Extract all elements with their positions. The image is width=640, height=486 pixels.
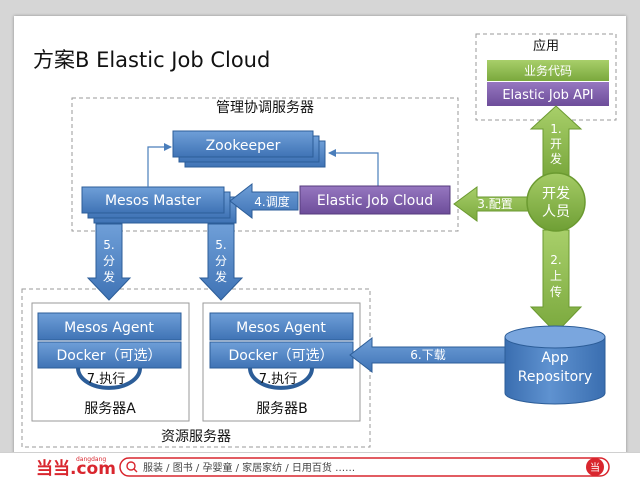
elastic-job-api-box — [487, 82, 609, 106]
developer-label-line1: 开发 — [542, 186, 570, 202]
server-a-name: 服务器A — [84, 401, 136, 417]
upload-step-label-2: 上 — [550, 269, 562, 283]
developer-label-line2: 人员 — [542, 204, 570, 220]
search-box[interactable] — [119, 457, 610, 477]
configure-arrow — [453, 186, 529, 222]
develop-step-label-3: 发 — [550, 151, 562, 166]
cloud-to-zookeeper-line — [328, 149, 379, 186]
configure-step-label: 3.配置 — [477, 197, 512, 211]
mgmt-group-label: 管理协调服务器 — [216, 100, 314, 116]
distribute-arrow-b — [198, 223, 244, 301]
elastic-job-api-label: Elastic Job API — [502, 88, 593, 103]
zookeeper-label: Zookeeper — [206, 138, 281, 154]
business-code-box — [487, 60, 609, 81]
search-icon — [126, 461, 136, 471]
server-a-agent-label: Mesos Agent — [64, 320, 154, 336]
zookeeper-box — [172, 130, 314, 158]
app-repository-cylinder — [504, 336, 606, 405]
server-a-execute-cycle — [76, 367, 142, 390]
server-b-execute-label: 7.执行 — [259, 372, 297, 387]
distribute-b-label-3: 发 — [215, 269, 227, 284]
develop-step-label-2: 开 — [550, 137, 562, 151]
server-a-docker-label: Docker（可选） — [56, 348, 161, 364]
search-icon-handle — [133, 468, 138, 473]
server-b-agent-box — [209, 312, 354, 341]
mgmt-group-box — [71, 97, 459, 232]
dangdang-logo: 当当.com — [36, 458, 116, 479]
server-b-name: 服务器B — [256, 401, 308, 417]
server-b-docker-label: Docker（可选） — [228, 348, 333, 364]
elastic-job-cloud-box — [299, 185, 451, 215]
distribute-a-label-3: 发 — [103, 269, 115, 284]
elastic-job-cloud-label: Elastic Job Cloud — [317, 193, 433, 209]
server-a-docker-box — [37, 341, 182, 369]
distribute-a-label-1: 5. — [103, 238, 114, 252]
server-a-execute-label: 7.执行 — [87, 372, 125, 387]
schedule-arrow — [229, 182, 299, 220]
develop-arrow — [529, 105, 583, 176]
upload-step-label-3: 传 — [550, 284, 562, 299]
app-repository-label-line1: App — [541, 350, 568, 366]
server-b-agent-label: Mesos Agent — [236, 320, 326, 336]
app-group-label: 应用 — [533, 38, 559, 54]
distribute-b-label-2: 分 — [215, 254, 227, 268]
resource-group-label: 资源服务器 — [161, 429, 231, 445]
upload-step-label-1: 2. — [550, 253, 561, 267]
footer-graphics: 当当.com dangdang 服装 / 图书 / 孕婴童 / 家居家纺 / 日… — [36, 456, 610, 479]
footer-bar: 当当.com dangdang 服装 / 图书 / 孕婴童 / 家居家纺 / 日… — [0, 452, 640, 486]
search-submit-button[interactable] — [586, 458, 604, 476]
search-box-text: 服装 / 图书 / 孕婴童 / 家居家纺 / 日用百货 …… — [143, 461, 355, 474]
download-step-label: 6.下载 — [410, 348, 445, 362]
master-to-zookeeper-line — [147, 143, 172, 187]
distribute-b-label-1: 5. — [215, 238, 226, 252]
distribute-a-label-2: 分 — [103, 254, 115, 268]
app-repository-label-line2: Repository — [518, 369, 592, 385]
schedule-step-label: 4.调度 — [254, 194, 289, 209]
slide-title: 方案B Elastic Job Cloud — [33, 48, 270, 72]
app-repository-top — [504, 325, 606, 349]
server-b-execute-cycle — [248, 367, 314, 390]
business-code-label: 业务代码 — [524, 63, 572, 78]
distribute-arrow-a — [86, 223, 132, 301]
upload-arrow — [529, 229, 583, 334]
server-a-agent-box — [37, 312, 182, 341]
download-arrow — [349, 336, 507, 374]
search-submit-label: 当 — [590, 461, 600, 474]
mesos-master-box — [81, 186, 225, 214]
developer-node — [526, 172, 586, 232]
dangdang-logo-small: dangdang — [76, 456, 106, 463]
develop-step-label-1: 1. — [550, 122, 561, 136]
server-b-docker-box — [209, 341, 354, 369]
mesos-master-label: Mesos Master — [105, 193, 201, 209]
